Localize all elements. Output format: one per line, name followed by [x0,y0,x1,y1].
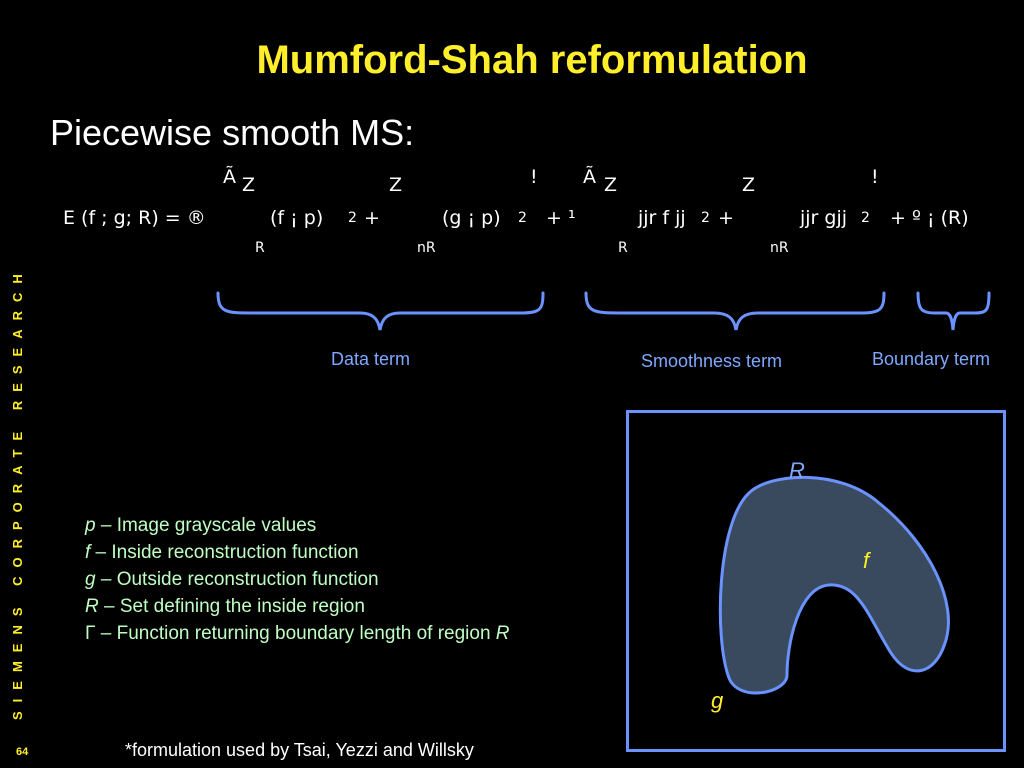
eq-square-3: 2 [701,210,710,226]
eq-close-paren-1: ! [530,166,538,188]
page-number: 64 [16,746,29,758]
eq-square-4: 2 [861,210,870,226]
footnote: *formulation used by Tsai, Yezzi and Wil… [125,740,474,760]
region-label-R: R [789,458,805,483]
eq-integral-4: Z [742,174,756,196]
region-label-f: f [863,548,870,573]
legend-item-p: p – Image grayscale values [85,515,317,536]
smoothness-term-brace [584,291,886,331]
eq-integral-1: Z [242,174,256,196]
region-label-g: g [711,688,724,713]
eq-plus-1: + [364,207,380,229]
eq-sub-R-2: R [618,240,628,256]
slide-title: Mumford-Shah reformulation [256,38,808,82]
region-shape [718,475,950,695]
eq-sub-nR-2: nR [770,240,789,256]
legend-item-g: g – Outside reconstruction function [85,569,379,590]
eq-square-2: 2 [518,210,527,226]
legend-item-gamma: Γ – Function returning boundary length o… [85,623,510,644]
eq-integral-3: Z [604,174,618,196]
eq-close-paren-2: ! [871,166,879,188]
eq-open-paren-2: Ã [583,166,596,188]
eq-smooth-inside: jjr f jj [638,207,686,229]
eq-data-outside: (g ¡ p) [442,207,501,229]
eq-sub-nR-1: nR [417,240,436,256]
data-term-brace [216,291,545,331]
eq-sub-R-1: R [255,240,265,256]
region-figure: R f g [626,410,1006,752]
eq-square-1: 2 [348,210,357,226]
eq-smooth-outside: jjr gjj [800,207,848,229]
eq-open-paren-1: Ã [223,166,236,188]
eq-integral-2: Z [389,174,403,196]
legend-item-R: R – Set defining the inside region [85,596,365,617]
eq-lhs: E (f ; g; R) = ® [63,207,206,229]
eq-plus-2: + [718,207,734,229]
symbol-legend: p – Image grayscale values f – Inside re… [85,512,510,647]
legend-item-f: f – Inside reconstruction function [85,542,359,563]
data-term-label: Data term [331,349,411,369]
eq-plus-mu: + ¹ [546,207,576,229]
eq-boundary: + º ¡ (R) [890,207,969,229]
slide-subtitle: Piecewise smooth MS: [50,112,415,153]
boundary-term-brace [916,291,991,331]
eq-data-inside: (f ¡ p) [270,207,324,229]
boundary-term-label: Boundary term [872,349,991,369]
smoothness-term-label: Smoothness term [641,351,783,371]
